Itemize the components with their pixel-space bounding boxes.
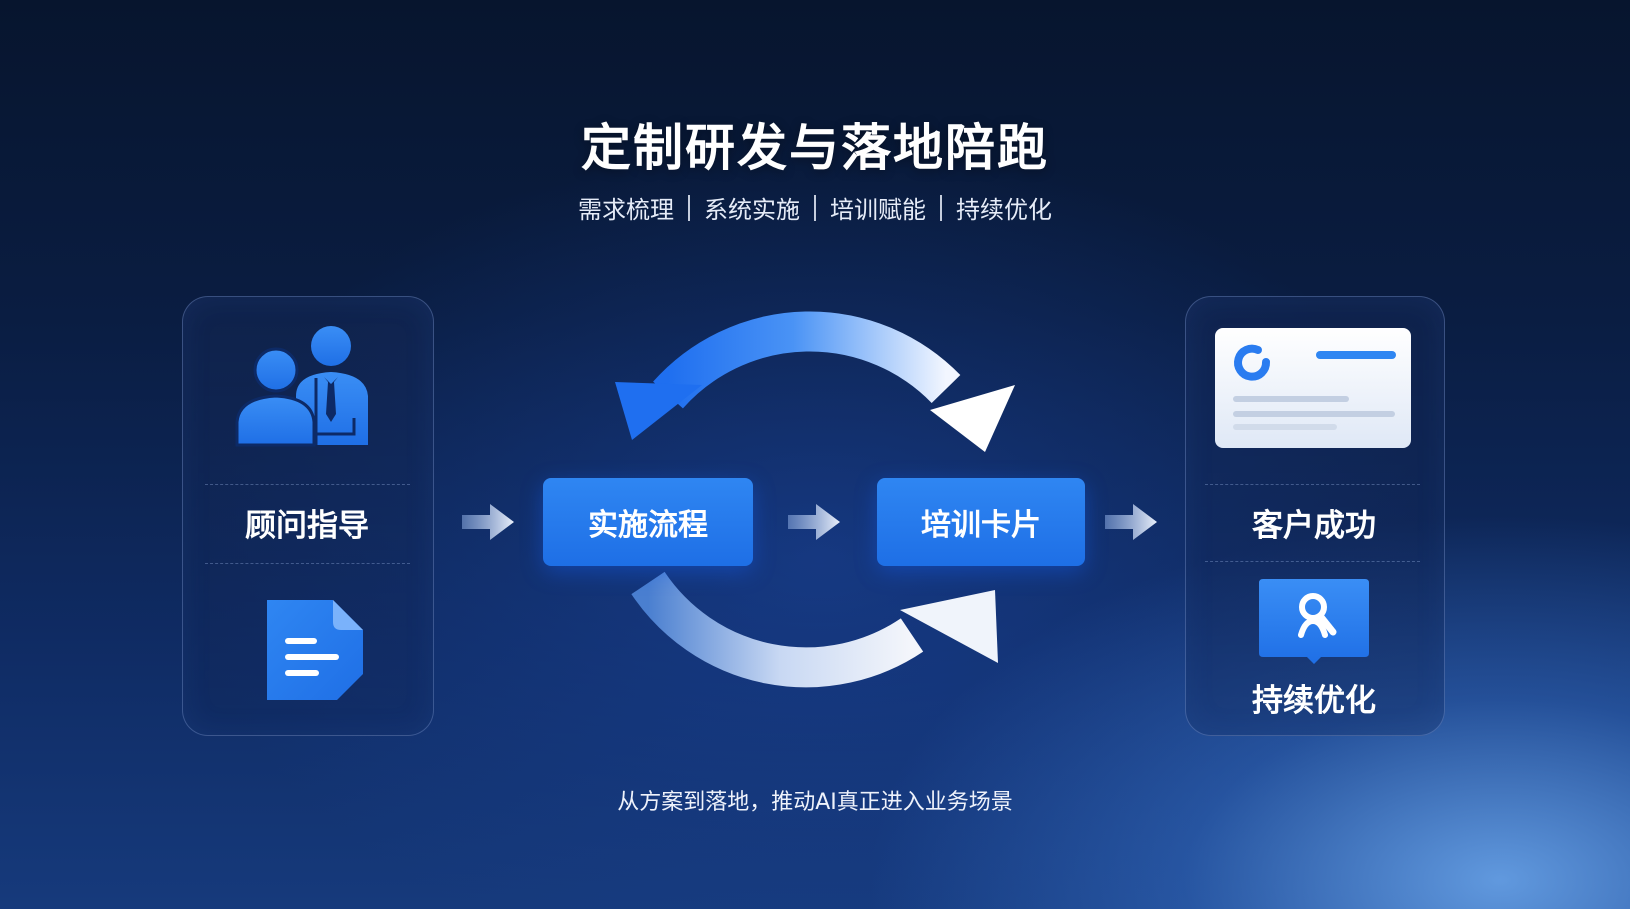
subtitle-item: 持续优化 [956,196,1052,224]
training-card-box: 培训卡片 [877,478,1085,566]
divider [205,563,410,564]
right-arrow-icon [786,502,842,542]
document-icon [263,598,365,702]
divider [205,484,410,485]
right-panel-label-bottom: 持续优化 [1252,683,1376,719]
subtitle-separator [940,194,942,221]
subtitle-separator [688,194,690,221]
divider [1205,484,1420,485]
subtitle-item: 需求梳理 [578,196,674,224]
bottom-cycle-arrow [631,571,998,688]
subtitle-separator [814,194,816,221]
cycle-arrows [600,285,1040,725]
consultant-people-icon [234,322,384,452]
progress-card-icon [1213,326,1413,450]
right-panel-label-top: 客户成功 [1252,508,1376,544]
divider [1205,561,1420,562]
right-arrow-icon [460,502,516,542]
footer-caption: 从方案到落地，推动AI真正进入业务场景 [617,790,1013,815]
implementation-process-box: 实施流程 [543,478,753,566]
right-arrow-icon [1103,502,1159,542]
left-panel-label: 顾问指导 [245,508,369,544]
subtitle-item: 培训赋能 [830,196,926,224]
search-chat-icon [1257,577,1371,665]
page-title: 定制研发与落地陪跑 [581,119,1049,177]
subtitle-item: 系统实施 [704,196,800,224]
top-cycle-arrow [615,311,1015,452]
subtitle-bar: 需求梳理 系统实施 培训赋能 持续优化 [0,190,1630,225]
